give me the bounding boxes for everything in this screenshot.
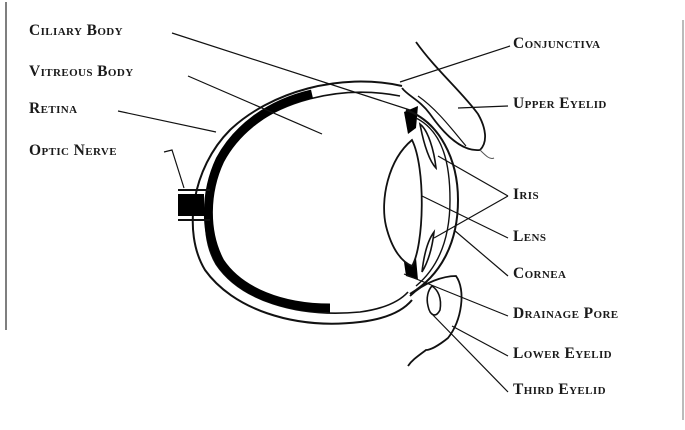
label-vitreous-body: Vitreous Body	[29, 64, 134, 80]
label-iris: Iris	[513, 187, 539, 203]
leader-drainage-pore	[404, 274, 508, 316]
leader-third-eyelid	[430, 312, 508, 392]
label-lower-eyelid: Lower Eyelid	[513, 346, 612, 362]
label-third-eyelid: Third Eyelid	[513, 382, 606, 398]
iris-lower	[422, 232, 434, 272]
leader-conjunctiva	[400, 46, 510, 82]
third-eyelid-shape	[427, 286, 440, 315]
lens-shape	[384, 140, 422, 266]
retina-layer	[208, 94, 330, 308]
label-cornea: Cornea	[513, 266, 566, 282]
upper-eyelid-lash	[480, 150, 494, 159]
leader-upper-eyelid	[458, 106, 508, 108]
leader-optic-nerve	[164, 150, 184, 188]
label-upper-eyelid: Upper Eyelid	[513, 96, 607, 112]
label-optic-nerve: Optic Nerve	[29, 143, 117, 159]
leader-iris-lower	[434, 196, 508, 238]
label-retina: Retina	[29, 101, 77, 117]
optic-nerve-stub	[178, 194, 204, 216]
leader-lens	[422, 196, 508, 238]
label-lens: Lens	[513, 229, 546, 245]
label-conjunctiva: Conjunctiva	[513, 36, 601, 52]
label-ciliary-body: Ciliary Body	[29, 23, 123, 39]
leader-cornea	[454, 230, 508, 276]
leader-lower-eyelid	[452, 326, 508, 356]
sclera-outline	[193, 82, 412, 324]
label-drainage-pore: Drainage Pore	[513, 306, 619, 322]
iris-upper	[420, 124, 436, 168]
leader-retina	[118, 111, 216, 132]
